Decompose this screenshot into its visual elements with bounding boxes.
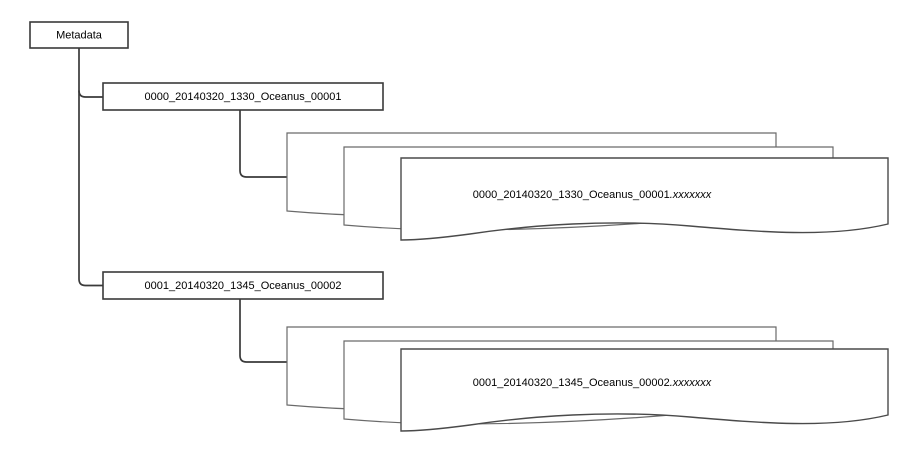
metadata-node-label: Metadata: [56, 29, 103, 41]
node-label-2: 0001_20140320_1345_Oceanus_00002: [145, 280, 342, 292]
connector-metadata-to-node-1: [78, 90, 103, 98]
connector-node-2-to-docs: [239, 299, 287, 363]
document-stack-1-label-ext: .xxxxxxx: [670, 189, 712, 201]
node-box-1[interactable]: [102, 82, 384, 111]
document-stack-2-label-ext: .xxxxxxx: [670, 377, 712, 389]
node-box-2[interactable]: [102, 271, 384, 300]
document-stack-2-label-base: 0001_20140320_1345_Oceanus_00002: [473, 377, 670, 389]
document-stack-1-label-base: 0000_20140320_1330_Oceanus_00001: [473, 189, 670, 201]
node-label-1: 0000_20140320_1330_Oceanus_00001: [145, 91, 342, 103]
document-stack-2-label: 0001_20140320_1345_Oceanus_00002.xxxxxxx: [473, 377, 712, 389]
document-stack-2-front: [400, 348, 889, 432]
connector-metadata-trunk: [78, 48, 103, 287]
metadata-node-box[interactable]: [29, 21, 129, 49]
document-stack-1-front: [400, 157, 889, 241]
connector-node-1-to-docs: [239, 110, 287, 178]
document-stack-1-label: 0000_20140320_1330_Oceanus_00001.xxxxxxx: [473, 189, 712, 201]
